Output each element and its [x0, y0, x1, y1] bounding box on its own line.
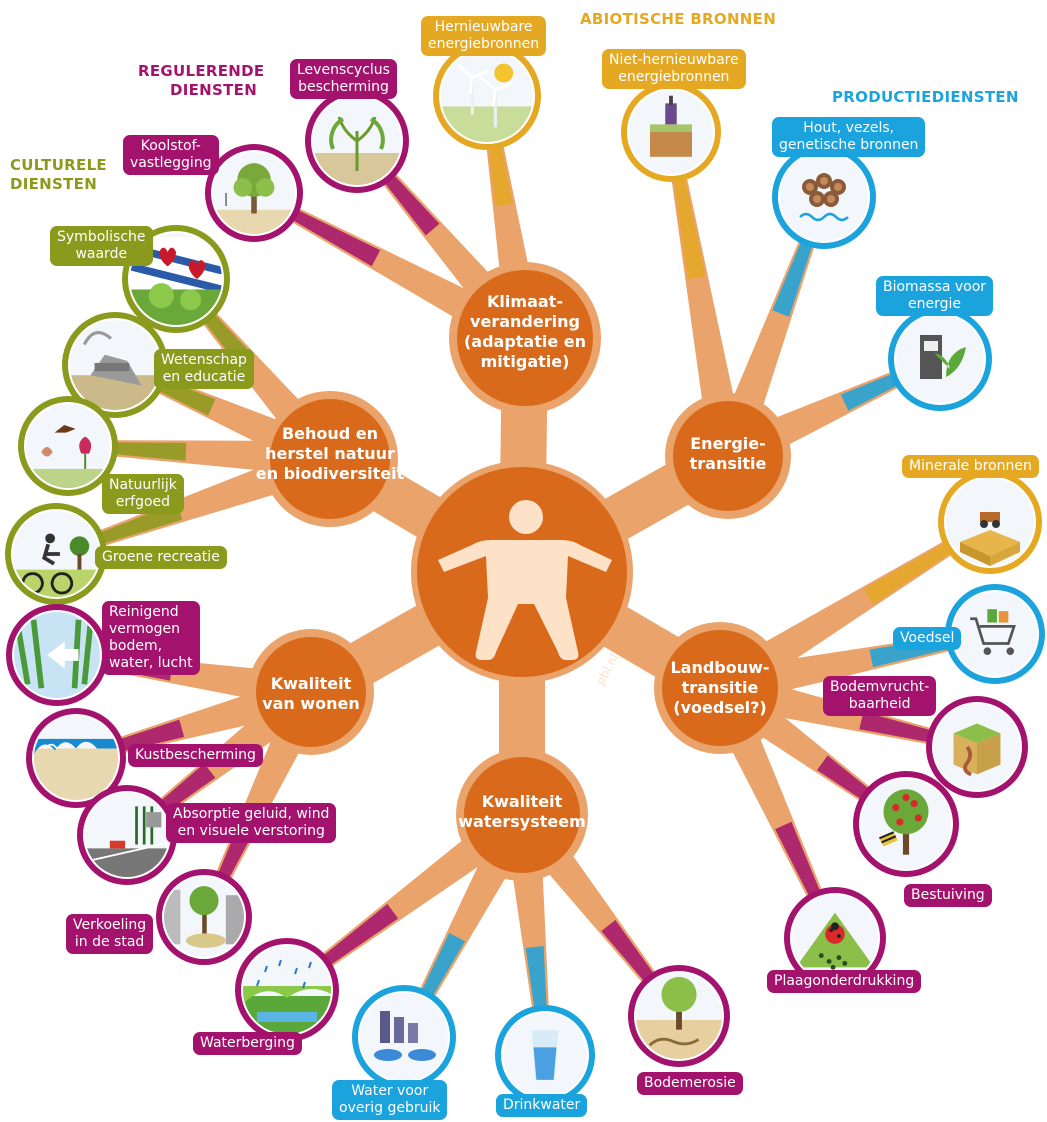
hub-circle-water [464, 757, 580, 873]
logs-dna-icon [772, 145, 876, 249]
excavation-icon [62, 312, 168, 418]
tree-co2-icon [205, 144, 303, 242]
label-kust: Kustbescherming [128, 744, 263, 767]
label-waterberging: Waterberging [193, 1032, 302, 1055]
soil-worm-icon [926, 696, 1028, 798]
label-plaag: Plaagonderdrukking [767, 970, 922, 993]
bird-butterfly-tulip-icon [18, 396, 118, 496]
plant-cycle-icon [305, 89, 409, 193]
city-tree-icon [156, 869, 252, 965]
label-minerale: Minerale bronnen [902, 455, 1039, 478]
dune-wave-icon [26, 708, 126, 808]
fuel-pump-leaf-icon [888, 307, 992, 411]
hub-circle-energie [673, 401, 783, 511]
eroding-tree-icon [628, 965, 730, 1067]
drilling-icon [621, 82, 721, 182]
center-node [411, 461, 633, 683]
person-icon [438, 500, 612, 660]
label-bestuiving: Bestuiving [904, 884, 992, 907]
noise-barrier-icon [77, 785, 177, 885]
hub-circle-klimaat [457, 270, 593, 406]
label-drinkwater: Drinkwater [496, 1094, 588, 1117]
label-groene: Groene recreatie [95, 546, 227, 569]
label-hout: Hout, vezels,genetische bronnen [772, 117, 926, 157]
hub-circle-landbouw [662, 630, 778, 746]
service-bubbles [5, 42, 1045, 1105]
shopping-cart-icon [945, 584, 1045, 684]
water-glass-icon [495, 1005, 595, 1105]
hub-landbouw: Landbouw-transitie(voedsel?) [670, 658, 770, 717]
label-koolstof: Koolstof-vastlegging [123, 135, 219, 175]
apple-tree-bee-icon [853, 771, 959, 877]
label-voedsel: Voedsel [893, 627, 962, 650]
filter-arrow-icon [6, 604, 108, 706]
category-production-services: PRODUCTIEDIENSTEN [832, 88, 1019, 106]
category-abiotic-resources: ABIOTISCHE BRONNEN [580, 10, 777, 28]
hub-circles [248, 262, 791, 881]
rain-landscape-icon [235, 938, 339, 1042]
mining-truck-icon [938, 470, 1042, 574]
hub-circle-behoud [270, 399, 390, 519]
wind-turbine-icon [433, 42, 541, 150]
cyclist-icon [5, 503, 107, 605]
label-bodemerosie: Bodemerosie [637, 1072, 743, 1095]
ladybug-leaf-icon [784, 887, 886, 989]
hub-circle-wonen [256, 637, 366, 747]
label-bodemvrucht: Bodemvrucht-baarheid [823, 676, 937, 716]
hub-energie: Energie-transitie [689, 434, 767, 473]
industry-water-icon [352, 985, 456, 1089]
